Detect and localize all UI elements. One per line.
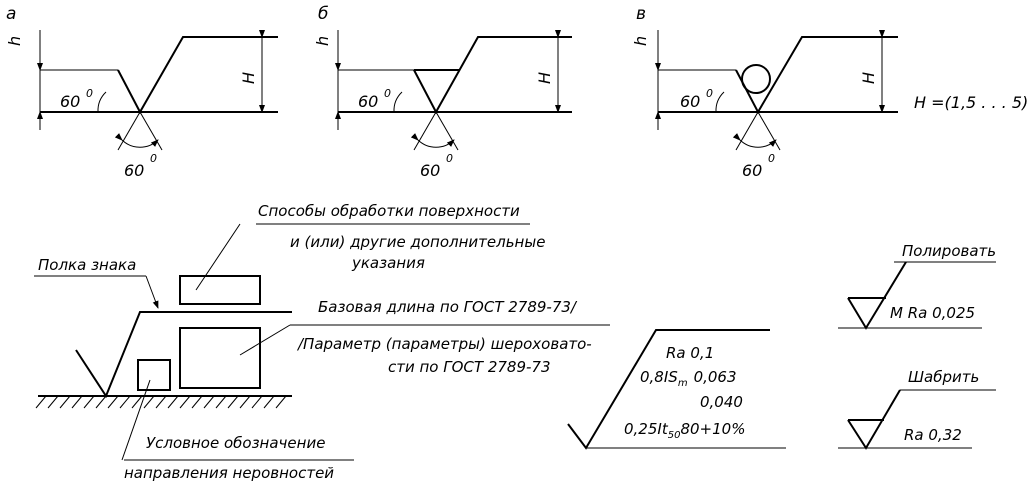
scrape-title: Шабрить xyxy=(908,368,979,386)
direction-box xyxy=(137,359,171,391)
hatch-stroke xyxy=(251,395,263,409)
hatch-stroke xyxy=(83,395,95,409)
hatch-stroke xyxy=(143,395,155,409)
panel-b-left-arc xyxy=(393,91,403,113)
hatch-stroke xyxy=(239,395,251,409)
base-text-2: /Параметр (параметры) шероховато- xyxy=(296,335,592,353)
panel-a-letter: а xyxy=(6,4,16,24)
panel-c-left-angle: 60 xyxy=(680,92,700,111)
hatch-stroke xyxy=(275,395,287,409)
hatch-stroke xyxy=(179,395,191,409)
panel-a-sign xyxy=(117,36,278,115)
panel-c-h-label: h xyxy=(631,36,650,46)
panel-a-left-arc xyxy=(97,91,107,113)
panel-b-H-label: H xyxy=(535,72,554,84)
panel-a-h-label: h xyxy=(5,36,24,46)
methods-box xyxy=(179,275,261,305)
hatch-stroke xyxy=(263,395,275,409)
panel-b-sign xyxy=(413,36,572,115)
panel-b-left-angle: 60 xyxy=(358,92,378,111)
panel-a-bottom-angle: 60 xyxy=(124,161,144,180)
direction-text-1: Условное обозначение xyxy=(146,434,325,452)
hatch-stroke xyxy=(131,395,143,409)
methods-text-1: Способы обработки поверхности xyxy=(258,202,520,220)
hatch-stroke xyxy=(95,395,107,409)
example-line-4: 0,25It5080+10% xyxy=(624,420,745,441)
panel-a-bottom-deg: 0 xyxy=(150,152,157,165)
panel-c-bottom-deg: 0 xyxy=(768,152,775,165)
panel-b-bottom-ext-right xyxy=(435,111,459,151)
base-text-1: Базовая длина по ГОСТ 2789-73/ xyxy=(318,298,578,316)
panel-b-left-deg: 0 xyxy=(384,87,391,100)
panel-b-letter: б xyxy=(318,4,328,24)
hatch-stroke xyxy=(107,395,119,409)
panel-a-bottom-ext-right xyxy=(139,111,163,151)
panel-b-bottom-angle: 60 xyxy=(420,161,440,180)
hatch-stroke xyxy=(155,395,167,409)
hatch-stroke xyxy=(215,395,227,409)
hatch-stroke xyxy=(71,395,83,409)
hatch-stroke xyxy=(59,395,71,409)
example-sign xyxy=(567,329,770,450)
scrape-value: Ra 0,32 xyxy=(904,426,962,444)
direction-leader xyxy=(121,379,151,461)
methods-text-3: указания xyxy=(351,254,425,272)
base-text-3: сти по ГОСТ 2789-73 xyxy=(388,358,551,376)
panel-c-letter: в xyxy=(636,4,646,24)
roughness-sign xyxy=(75,311,292,399)
methods-leader xyxy=(195,223,241,291)
panel-b-bottom-ext-left xyxy=(413,111,437,151)
panel-b-bottom-deg: 0 xyxy=(446,152,453,165)
parameter-leader xyxy=(239,324,291,356)
panel-a-bottom-arc xyxy=(114,132,159,148)
shelf-leader xyxy=(145,275,159,309)
panel-c-circle xyxy=(741,64,771,94)
panel-c-left-deg: 0 xyxy=(706,87,713,100)
panel-c-bottom-ext-right xyxy=(757,111,781,151)
panel-a-bottom-ext-left xyxy=(117,111,141,151)
example-line-3: 0,040 xyxy=(700,393,743,411)
hatch-stroke xyxy=(35,395,47,409)
example-line-1: Ra 0,1 xyxy=(666,344,714,362)
scrape-example: Шабрить Ra 0,32 xyxy=(838,368,996,450)
surface-hatching xyxy=(35,395,287,409)
height-formula: H =(1,5 . . . 5)h xyxy=(914,93,1027,112)
panel-a-left-deg: 0 xyxy=(86,87,93,100)
panel-a-H-label: H xyxy=(239,72,258,84)
panel-c-bottom-arc xyxy=(732,132,777,148)
hatch-stroke xyxy=(119,395,131,409)
panel-b: б h H 60 0 60 0 xyxy=(313,4,572,180)
polish-value: M Ra 0,025 xyxy=(890,304,975,322)
direction-text-2: направления неровностей xyxy=(124,464,334,482)
shelf-label: Полка знака xyxy=(38,256,136,274)
parameter-box xyxy=(179,327,261,389)
panel-c-H-label: H xyxy=(859,72,878,84)
hatch-stroke xyxy=(227,395,239,409)
polish-example: Полировать M Ra 0,025 xyxy=(838,242,996,330)
hatch-stroke xyxy=(167,395,179,409)
panel-c-bottom-ext-left xyxy=(735,111,759,151)
methods-text-2: и (или) другие дополнительные xyxy=(290,233,545,251)
hatch-stroke xyxy=(203,395,215,409)
panel-c-left-arc xyxy=(715,91,725,113)
panel-b-h-label: h xyxy=(313,36,332,46)
hatch-stroke xyxy=(47,395,59,409)
panel-c-bottom-angle: 60 xyxy=(742,161,762,180)
panel-c: в h H 60 0 60 0 xyxy=(631,4,898,180)
hatch-stroke xyxy=(191,395,203,409)
panel-a: а h H 60 0 60 0 xyxy=(5,4,278,180)
polish-title: Полировать xyxy=(902,242,996,260)
designation-scheme: Способы обработки поверхности и (или) др… xyxy=(34,202,610,482)
panel-a-left-angle: 60 xyxy=(60,92,80,111)
panel-b-bottom-arc xyxy=(410,132,455,148)
